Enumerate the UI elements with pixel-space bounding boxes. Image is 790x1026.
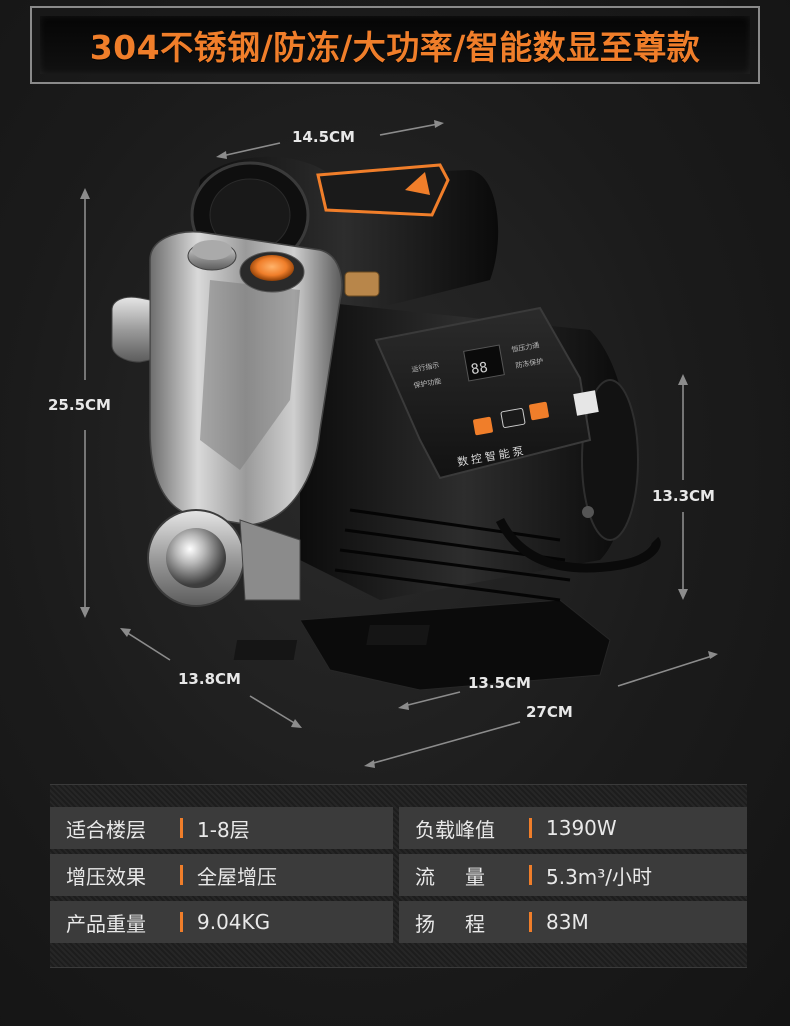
svg-text:88: 88 xyxy=(470,360,489,379)
spec-cell: 增压效果 全屋增压 xyxy=(50,854,393,896)
spec-row: 增压效果 全屋增压 流量 5.3m³/小时 xyxy=(50,854,747,896)
spec-value: 5.3m³/小时 xyxy=(546,864,653,889)
spec-key: 负载峰值 xyxy=(415,817,495,842)
spec-value: 1390W xyxy=(546,816,617,840)
spec-cell: 适合楼层 1-8层 xyxy=(50,807,393,849)
dim-height: 25.5CM xyxy=(48,396,111,414)
spec-value: 1-8层 xyxy=(197,817,250,842)
spec-key: 流量 xyxy=(415,864,515,889)
spec-divider xyxy=(529,865,532,885)
dim-top-width: 14.5CM xyxy=(292,128,355,146)
spec-divider xyxy=(180,865,183,885)
spec-divider xyxy=(180,818,183,838)
spec-value: 全屋增压 xyxy=(197,864,277,889)
spec-cell: 产品重量 9.04KG xyxy=(50,901,393,943)
spec-divider xyxy=(180,912,183,932)
title-banner: 304不锈钢/防冻/大功率/智能数显至尊款 xyxy=(30,6,760,84)
spec-cell: 负载峰值 1390W xyxy=(399,807,747,849)
dim-total-length: 27CM xyxy=(526,703,573,721)
dim-base-width: 13.5CM xyxy=(468,674,531,692)
spec-table: 适合楼层 1-8层 负载峰值 1390W 增压效果 全屋增压 流量 5.3m³/… xyxy=(50,784,747,968)
spec-divider xyxy=(529,818,532,838)
page-title: 304不锈钢/防冻/大功率/智能数显至尊款 xyxy=(89,28,701,67)
pump-base xyxy=(233,599,611,691)
spec-value: 9.04KG xyxy=(197,910,271,934)
spec-row: 产品重量 9.04KG 扬程 83M xyxy=(50,901,747,943)
dimension-arrows xyxy=(80,120,718,768)
spec-cell: 流量 5.3m³/小时 xyxy=(399,854,747,896)
spec-key: 增压效果 xyxy=(66,864,146,889)
title-plate: 304不锈钢/防冻/大功率/智能数显至尊款 xyxy=(40,16,750,74)
spec-key: 扬程 xyxy=(415,911,515,936)
spec-cell: 扬程 83M xyxy=(399,901,747,943)
spec-key: 产品重量 xyxy=(66,911,146,936)
spec-value: 83M xyxy=(546,910,589,934)
spec-key: 适合楼层 xyxy=(66,817,146,842)
spec-divider xyxy=(529,912,532,932)
pump-head xyxy=(111,231,380,607)
dim-front-depth: 13.8CM xyxy=(178,670,241,688)
dim-right-height: 13.3CM xyxy=(652,487,715,505)
spec-row: 适合楼层 1-8层 负载峰值 1390W xyxy=(50,807,747,849)
